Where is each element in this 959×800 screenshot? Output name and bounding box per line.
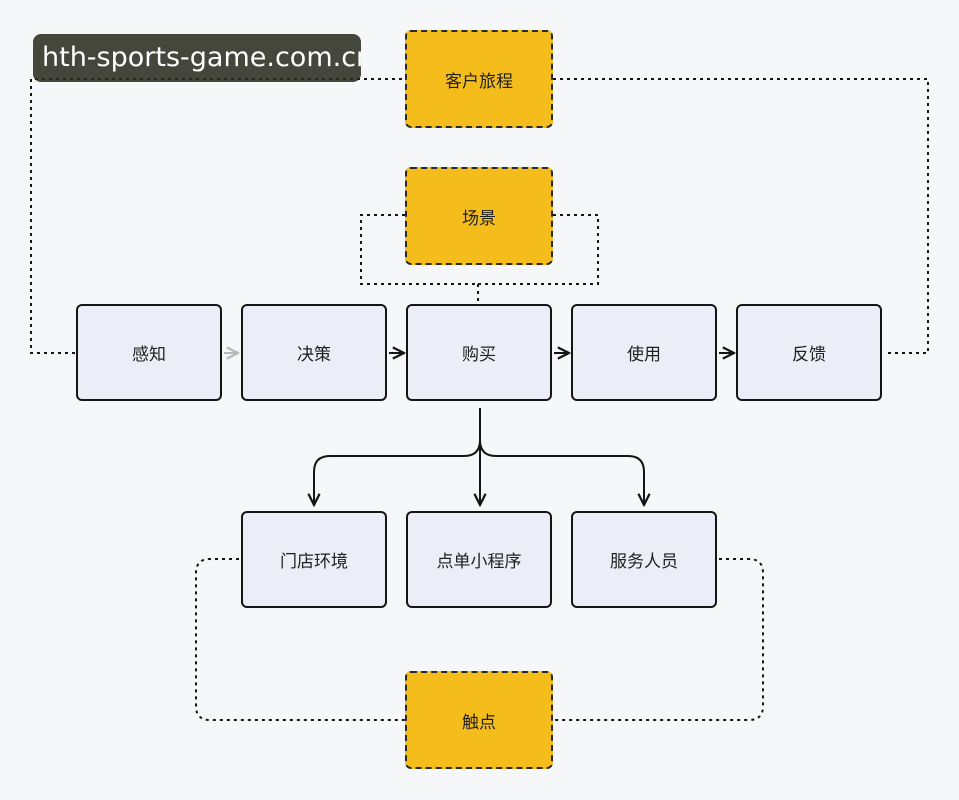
touchpoint-store-environment-label: 门店环境	[280, 552, 348, 572]
watermark-text: hth-sports-game.com.cn	[42, 42, 361, 73]
touchpoint-service-staff: 服务人员	[571, 511, 717, 608]
stage-buy: 购买	[406, 304, 552, 401]
touchpoint-store-environment: 门店环境	[241, 511, 387, 608]
watermark-banner: hth-sports-game.com.cn	[33, 34, 361, 82]
scene-bracket-left	[360, 214, 478, 285]
stage-feedback-label: 反馈	[792, 345, 826, 365]
scene-label: 场景	[405, 167, 553, 265]
stage-use: 使用	[571, 304, 717, 401]
customer-journey-label: 客户旅程	[405, 30, 553, 128]
touchpoint-ordering-miniprogram-label: 点单小程序	[436, 552, 522, 572]
journey-loop-right	[553, 78, 929, 354]
stage-perceive-label: 感知	[132, 345, 166, 365]
stage-buy-label: 购买	[462, 345, 496, 365]
touchpoint-service-staff-label: 服务人员	[610, 552, 678, 572]
touchpoint-loop-right	[553, 558, 764, 721]
branch-left	[314, 439, 481, 505]
stage-decide-label: 决策	[297, 345, 331, 365]
scene-bracket-right	[478, 214, 599, 285]
scene-text: 场景	[462, 208, 496, 229]
touchpoint-ordering-miniprogram: 点单小程序	[406, 511, 552, 608]
stage-decide: 决策	[241, 304, 387, 401]
touchpoint-label: 触点	[405, 671, 553, 769]
stage-use-label: 使用	[627, 345, 661, 365]
customer-journey-text: 客户旅程	[445, 71, 513, 92]
touchpoint-text: 触点	[462, 712, 496, 733]
stage-feedback: 反馈	[736, 304, 882, 401]
stage-perceive: 感知	[76, 304, 222, 401]
branch-right	[479, 439, 644, 505]
